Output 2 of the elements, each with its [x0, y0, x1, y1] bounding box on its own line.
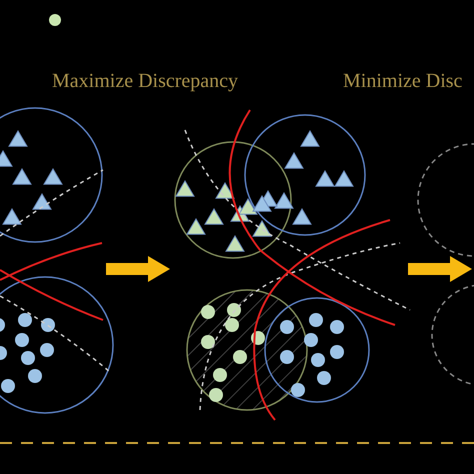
step-heading: Minimize Disc [343, 69, 462, 94]
step-heading: Maximize Discrepancy [52, 69, 238, 94]
